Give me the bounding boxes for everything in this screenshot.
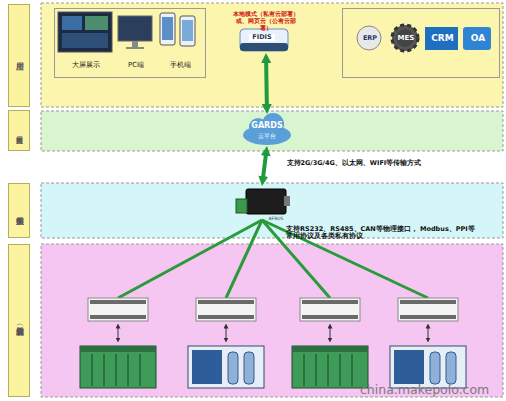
- application-band: [41, 3, 503, 107]
- fidis-device: 本地模式（私有云部署） 或、网页云（公有云部署） FIDIS: [232, 11, 300, 53]
- pc-monitor: [118, 16, 152, 41]
- node-text: CRM: [426, 33, 459, 43]
- node-text: AFRUS: [262, 216, 290, 221]
- node-text: 手机端: [157, 61, 203, 69]
- screen-panel: [62, 16, 82, 30]
- layer-label: 应用层: [8, 4, 30, 107]
- plc-terminals: [302, 300, 358, 304]
- link-arrow: [330, 326, 331, 340]
- green-container: [292, 346, 368, 388]
- container-ribs: [92, 354, 140, 386]
- big-screen: [58, 12, 112, 52]
- equipment-tank: [446, 352, 456, 384]
- green-container: [80, 346, 156, 388]
- pc-stand: [126, 47, 144, 49]
- gateway-device: [246, 189, 286, 214]
- plc-terminals: [90, 300, 146, 304]
- double-arrow: [264, 61, 269, 106]
- equipment-panel: [192, 350, 222, 384]
- equipment-tank: [430, 352, 440, 384]
- screen-panel: [85, 16, 108, 30]
- device-band: [41, 244, 503, 397]
- edge-label: 支持2G/3G/4G、以太网、WIFI等传输方式: [287, 160, 467, 167]
- wire: [226, 220, 262, 298]
- equipment-tank: [244, 352, 254, 384]
- watermark: china.makepolo.com: [360, 383, 506, 397]
- data-support-band: [41, 111, 503, 151]
- node-text: PC端: [117, 61, 155, 69]
- blue-container: [390, 346, 466, 388]
- node-text: ERP: [357, 35, 383, 42]
- plc-terminals: [302, 315, 358, 319]
- interface-note: 支持RS232、RS485、CAN等物理接口， Modbus、PPI等常用协议及…: [286, 226, 476, 241]
- node-text: 本地模式（私有云部署） 或、网页云（公有云部署）: [232, 11, 300, 32]
- blue-container: [188, 346, 264, 388]
- plc: [196, 298, 256, 321]
- link-arrow: [226, 326, 227, 340]
- screen-panel: [62, 33, 108, 48]
- double-arrow: [263, 154, 266, 178]
- fidis-device: [240, 29, 288, 51]
- layer-label: 数据采集层: [8, 183, 30, 238]
- node-text: MES: [391, 34, 421, 42]
- phone: [160, 13, 175, 45]
- node-text: OA: [464, 33, 492, 43]
- software-box: ERP MES CRM OA: [342, 8, 500, 78]
- plc-terminals: [400, 300, 456, 304]
- equipment-tank: [228, 352, 238, 384]
- node-text: FIDIS: [249, 34, 275, 41]
- plc: [88, 298, 148, 321]
- plc: [398, 298, 458, 321]
- container-roof: [80, 346, 156, 352]
- phone-screen: [182, 20, 193, 41]
- layer-label: 数据支持层: [8, 110, 30, 151]
- node-text: 云平台: [242, 133, 292, 140]
- pc-stand: [132, 41, 138, 47]
- cloud-platform: GARDS 云平台: [242, 114, 292, 146]
- plc-terminals: [90, 315, 146, 319]
- node-text: GARDS: [242, 121, 292, 130]
- container-ribs: [304, 354, 352, 386]
- phone-screen: [162, 17, 173, 40]
- link-arrow: [428, 326, 429, 340]
- plc-terminals: [400, 315, 456, 319]
- plc-terminals: [198, 300, 254, 304]
- gateway-device: AFRUS: [234, 186, 290, 226]
- screens-box: 大屏展示PC端手机端: [54, 8, 206, 78]
- container-roof: [292, 346, 368, 352]
- equipment-panel: [394, 350, 424, 384]
- antenna-port: [284, 196, 290, 206]
- fidis-device-base: [240, 43, 288, 51]
- crm-icon: [425, 27, 458, 50]
- plc: [300, 298, 360, 321]
- plc-terminals: [198, 315, 254, 319]
- phone: [180, 16, 195, 46]
- link-arrow: [118, 326, 119, 340]
- layer-label: 设备层（感知对象）: [8, 244, 30, 397]
- node-text: 大屏展示: [57, 61, 115, 69]
- wire: [118, 220, 262, 298]
- terminal-block: [236, 199, 247, 213]
- oa-icon: [463, 27, 491, 50]
